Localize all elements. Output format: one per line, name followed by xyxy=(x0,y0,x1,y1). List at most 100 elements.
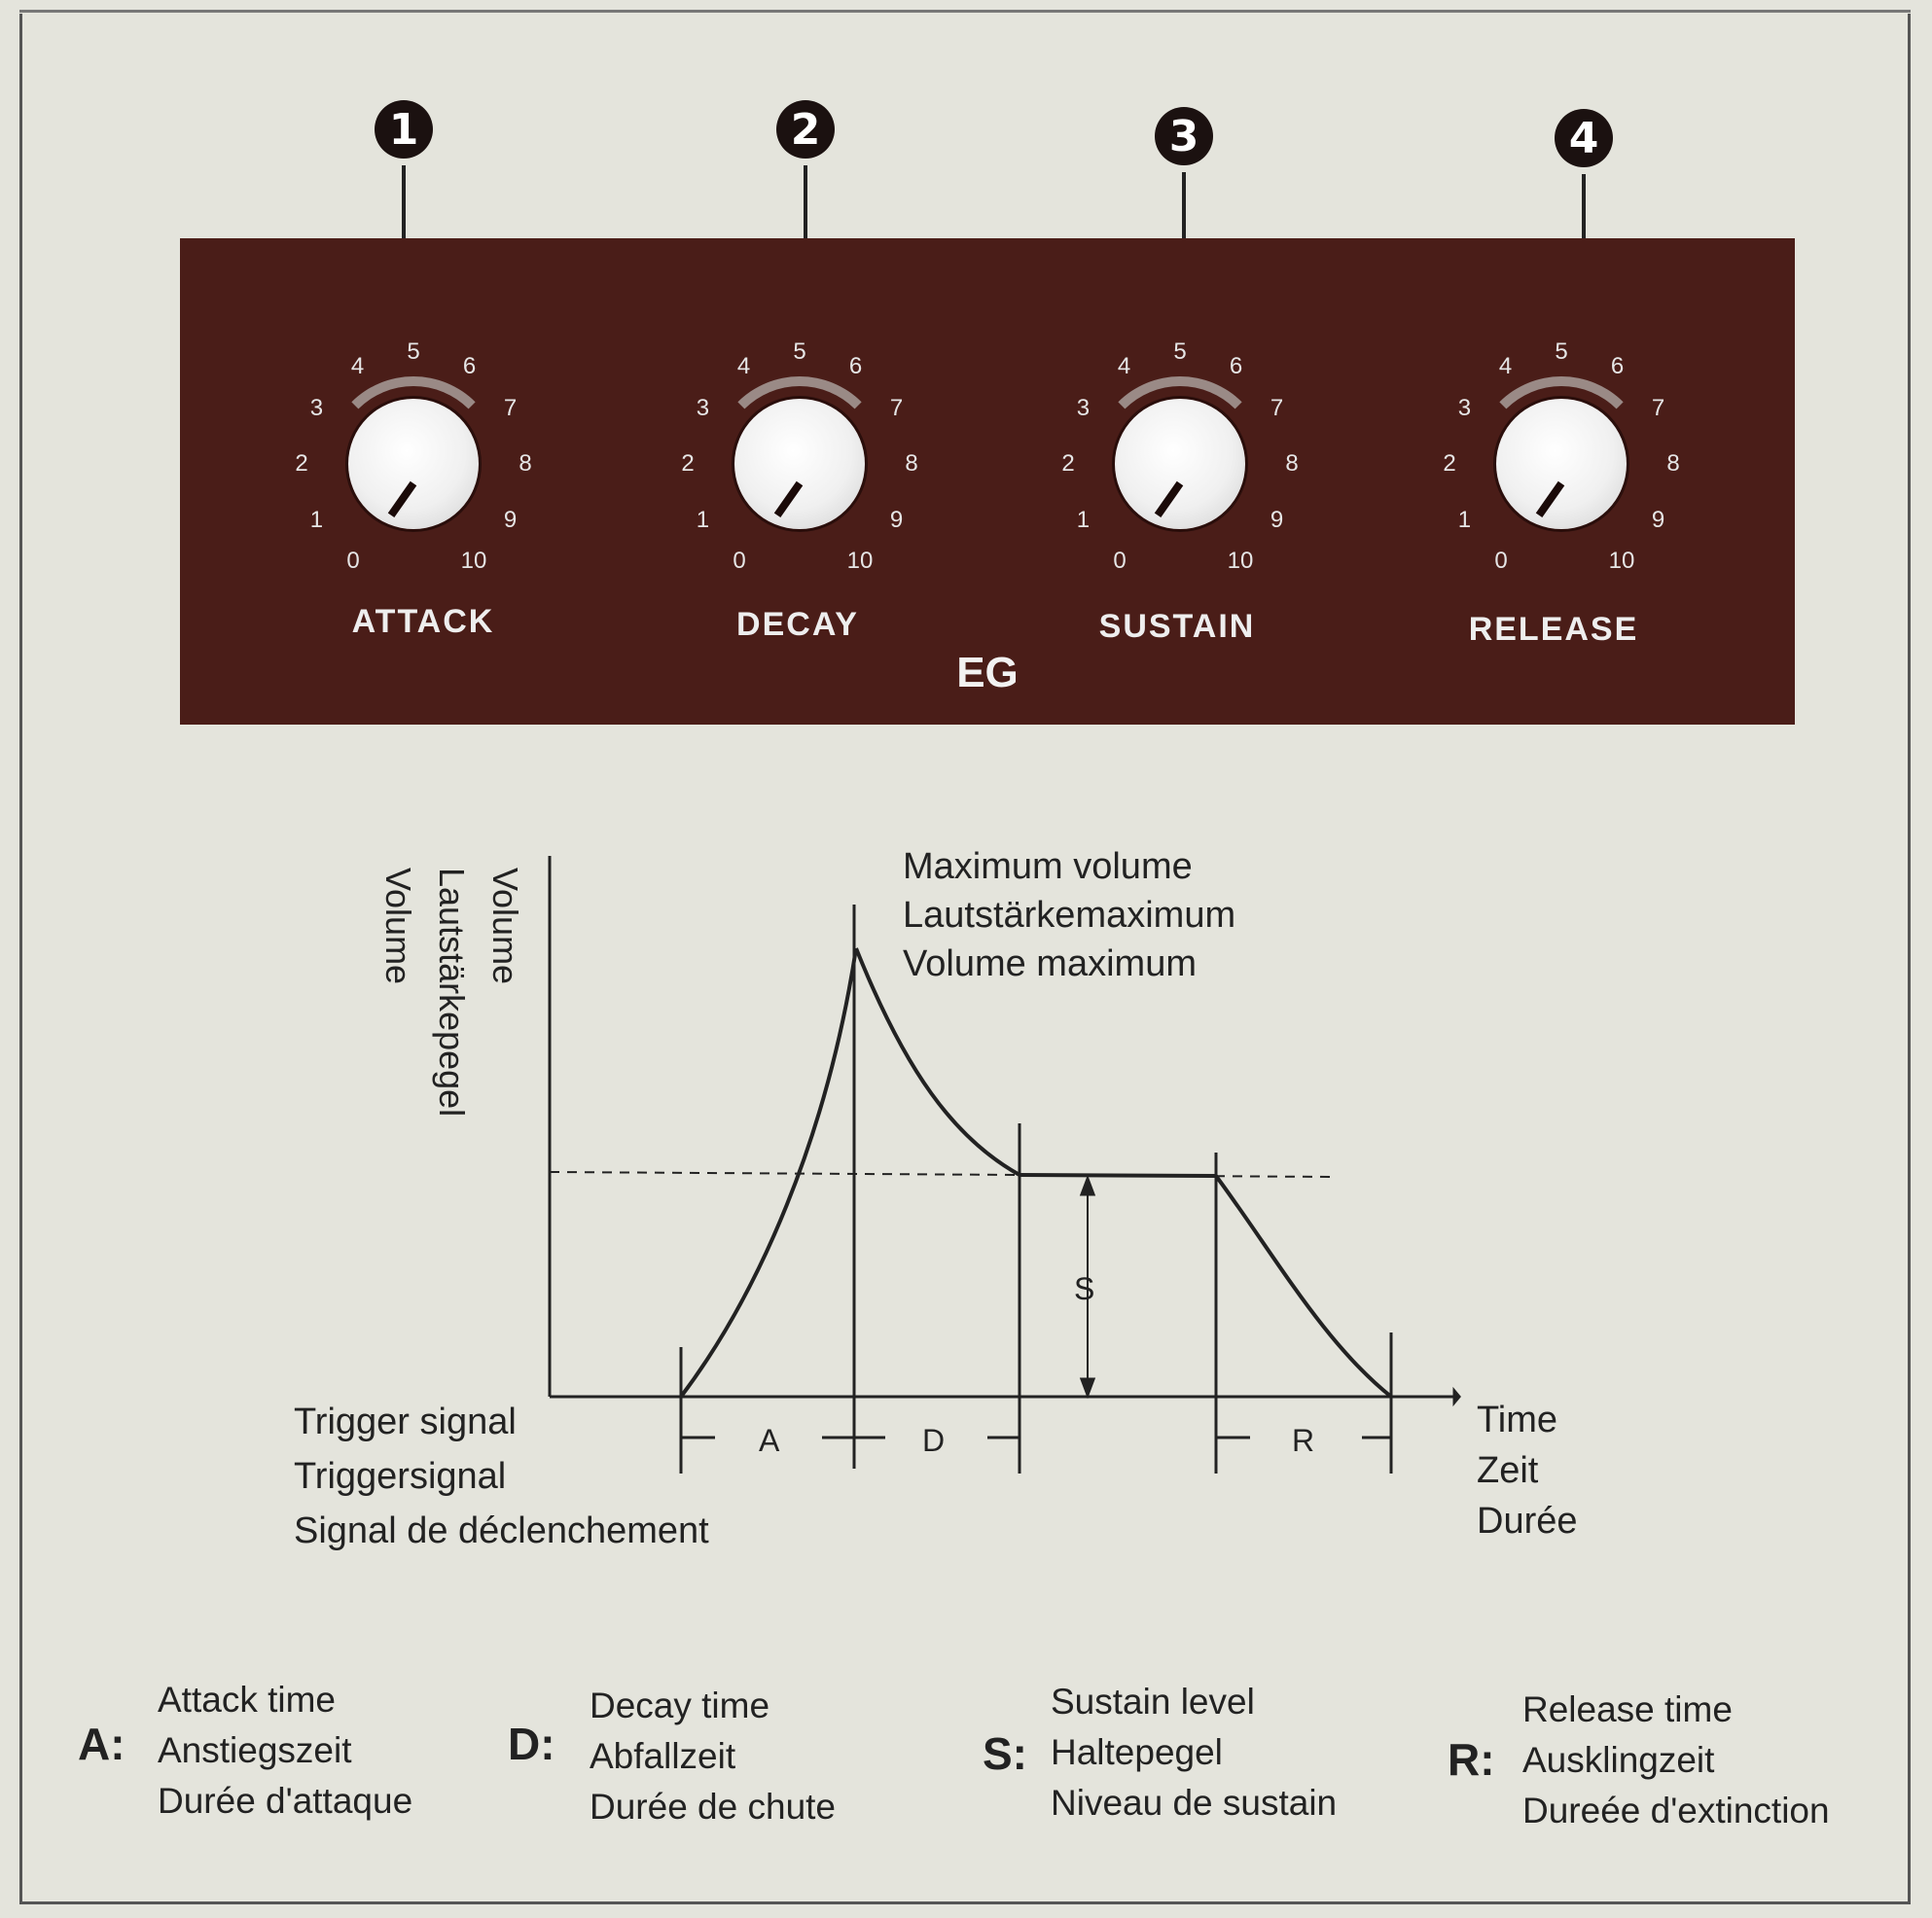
callout-4: 4 xyxy=(1555,109,1613,167)
release-curve xyxy=(1214,1174,1393,1399)
callout-2: 2 xyxy=(776,100,835,159)
release-scale-9: 9 xyxy=(1651,506,1665,533)
legend-a-fr: Durée d'attaque xyxy=(158,1781,413,1821)
trigger-label-fr: Signal de déclenchement xyxy=(294,1510,709,1551)
legend-s-fr: Niveau de sustain xyxy=(1051,1783,1338,1823)
callout-3-leader xyxy=(1182,172,1186,240)
segment-d-label: D xyxy=(922,1423,946,1458)
release-scale-5: 5 xyxy=(1555,338,1568,365)
peak-label: Maximum volume Lautstärkemaximum Volume … xyxy=(903,842,1235,988)
trigger-label-en: Trigger signal xyxy=(294,1402,517,1442)
legend-r-de: Ausklingzeit xyxy=(1522,1740,1715,1780)
legend-d-de: Abfallzeit xyxy=(590,1736,736,1776)
callout-2-leader xyxy=(804,165,807,239)
release-scale-1: 1 xyxy=(1457,506,1472,533)
y-axis-label-fr: Volume xyxy=(378,868,418,985)
trigger-label-de: Triggersignal xyxy=(294,1456,507,1497)
attack-scale-1: 1 xyxy=(309,506,324,533)
callout-1: 1 xyxy=(375,100,433,159)
trigger-label: Trigger signal Triggersignal Signal de d… xyxy=(294,1395,709,1558)
attack-scale-8: 8 xyxy=(519,450,532,477)
callout-4-leader xyxy=(1582,174,1586,242)
legend-s-en: Sustain level xyxy=(1051,1682,1255,1722)
callout-1-leader xyxy=(402,165,406,239)
release-knob-ring xyxy=(1474,376,1649,551)
decay-scale-8: 8 xyxy=(905,450,918,477)
attack-scale-3: 3 xyxy=(309,394,324,421)
decay-curve xyxy=(854,947,1020,1177)
attack-scale-9: 9 xyxy=(503,506,518,533)
legend-a: Attack time Anstiegszeit Durée d'attaque xyxy=(158,1675,412,1827)
legend-s: Sustain level Haltepegel Niveau de susta… xyxy=(1051,1677,1337,1829)
release-scale-10: 10 xyxy=(1608,548,1635,574)
sustain-scale-5: 5 xyxy=(1173,338,1187,365)
decay-knob-ring xyxy=(712,376,887,551)
legend-a-letter: A: xyxy=(78,1719,125,1769)
time-label-de: Zeit xyxy=(1477,1450,1539,1491)
release-knob-cap[interactable] xyxy=(1496,399,1627,529)
decay-scale-3: 3 xyxy=(696,394,710,421)
legend-r-letter: R: xyxy=(1448,1734,1495,1785)
sustain-scale-6: 6 xyxy=(1229,353,1243,380)
legend-d: Decay time Abfallzeit Durée de chute xyxy=(590,1681,836,1832)
sustain-knob-cap[interactable] xyxy=(1115,399,1245,529)
release-scale-6: 6 xyxy=(1610,353,1625,380)
attack-scale-0: 0 xyxy=(346,548,360,574)
sustain-scale-9: 9 xyxy=(1270,506,1284,533)
attack-scale-7: 7 xyxy=(503,394,518,421)
release-scale-3: 3 xyxy=(1457,394,1472,421)
time-label: Time Zeit Durée xyxy=(1477,1395,1578,1546)
peak-label-fr: Volume maximum xyxy=(903,943,1197,984)
y-axis-label-de: Lautstärkepegel xyxy=(432,868,472,1118)
attack-scale-6: 6 xyxy=(462,353,477,380)
release-scale-4: 4 xyxy=(1498,353,1513,380)
decay-knob-cap[interactable] xyxy=(734,399,865,529)
legend-d-letter: D: xyxy=(508,1719,555,1769)
time-label-en: Time xyxy=(1477,1400,1558,1440)
decay-scale-9: 9 xyxy=(889,506,904,533)
release-scale-7: 7 xyxy=(1651,394,1665,421)
decay-scale-10: 10 xyxy=(846,548,874,574)
sustain-scale-1: 1 xyxy=(1076,506,1091,533)
peak-label-de: Lautstärkemaximum xyxy=(903,895,1236,936)
decay-scale-1: 1 xyxy=(696,506,710,533)
legend-a-en: Attack time xyxy=(158,1680,336,1720)
decay-scale-7: 7 xyxy=(889,394,904,421)
attack-curve xyxy=(679,947,858,1399)
sustain-arrow-bottom xyxy=(1079,1377,1096,1400)
callout-3: 3 xyxy=(1155,107,1213,165)
decay-scale-5: 5 xyxy=(793,338,806,365)
attack-scale-2: 2 xyxy=(295,450,308,477)
release-scale-0: 0 xyxy=(1494,548,1508,574)
decay-scale-4: 4 xyxy=(736,353,751,380)
attack-knob-cap[interactable] xyxy=(348,399,479,529)
attack-scale-10: 10 xyxy=(460,548,487,574)
y-axis-label-en: Volume xyxy=(485,868,525,985)
attack-scale-4: 4 xyxy=(350,353,365,380)
legend-d-fr: Durée de chute xyxy=(590,1787,837,1827)
attack-scale-5: 5 xyxy=(407,338,420,365)
segment-s-label: S xyxy=(1074,1271,1095,1306)
attack-label: ATTACK xyxy=(351,603,495,640)
figure-frame xyxy=(19,14,1911,1904)
x-axis-arrow xyxy=(1452,1386,1461,1407)
peak-label-en: Maximum volume xyxy=(903,846,1193,887)
legend-s-letter: S: xyxy=(983,1728,1027,1779)
time-label-fr: Durée xyxy=(1477,1501,1578,1542)
sustain-scale-4: 4 xyxy=(1117,353,1131,380)
sustain-arrow-top xyxy=(1079,1174,1096,1196)
release-scale-8: 8 xyxy=(1666,450,1680,477)
sustain-scale-8: 8 xyxy=(1285,450,1299,477)
sustain-label: SUSTAIN xyxy=(1098,608,1256,645)
sustain-scale-3: 3 xyxy=(1076,394,1091,421)
legend-r-en: Release time xyxy=(1522,1689,1733,1729)
frame-top-rule xyxy=(19,10,1911,13)
legend-d-en: Decay time xyxy=(590,1686,770,1725)
legend-r-fr: Dureée d'extinction xyxy=(1522,1791,1830,1830)
decay-scale-6: 6 xyxy=(848,353,863,380)
sustain-scale-7: 7 xyxy=(1270,394,1284,421)
decay-label: DECAY xyxy=(736,606,859,643)
legend-r: Release time Ausklingzeit Dureée d'extin… xyxy=(1522,1685,1830,1836)
